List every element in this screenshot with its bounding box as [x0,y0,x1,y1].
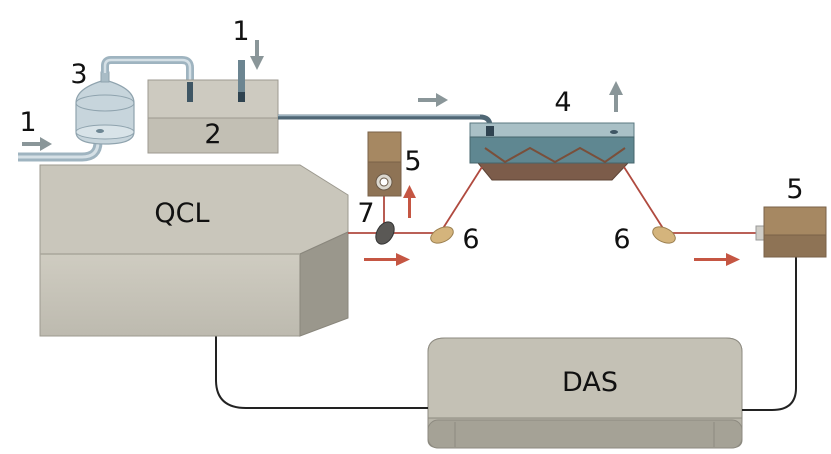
label-mirror-left: 6 [462,224,479,255]
detector-left [367,131,402,197]
label-chamber: 2 [204,119,221,150]
red-arrow-icon [694,253,740,266]
mirror-right [652,226,676,244]
label-cell: 4 [554,87,571,118]
red-arrow-icon [364,253,410,266]
label-beam-splitter: 7 [357,198,374,229]
chamber-box [147,60,279,154]
down-arrow-icon [250,40,264,70]
das-unit [427,337,743,449]
cable-qcl-das [215,320,428,409]
reservoir-vessel [75,71,135,145]
gas-cell [469,122,635,181]
label-detector-left: 5 [404,146,421,177]
mirror-left [430,226,454,244]
label-inlet-top: 1 [232,16,249,47]
right-arrow-icon [418,93,448,107]
beam-splitter [375,221,395,245]
label-detector-right: 5 [786,174,803,205]
qcl-unit [39,164,349,337]
label-das: DAS [562,367,618,398]
cable-detector-das [742,255,797,411]
detector-right [755,206,827,258]
right-arrow-icon [22,137,52,151]
label-reservoir: 3 [70,59,87,90]
red-arrow-icon [403,185,416,218]
label-inlet-left: 1 [19,107,36,138]
up-arrow-icon [609,81,623,112]
label-qcl: QCL [154,198,209,229]
chamber-cell-tube [278,114,493,133]
label-mirror-right: 6 [613,224,630,255]
